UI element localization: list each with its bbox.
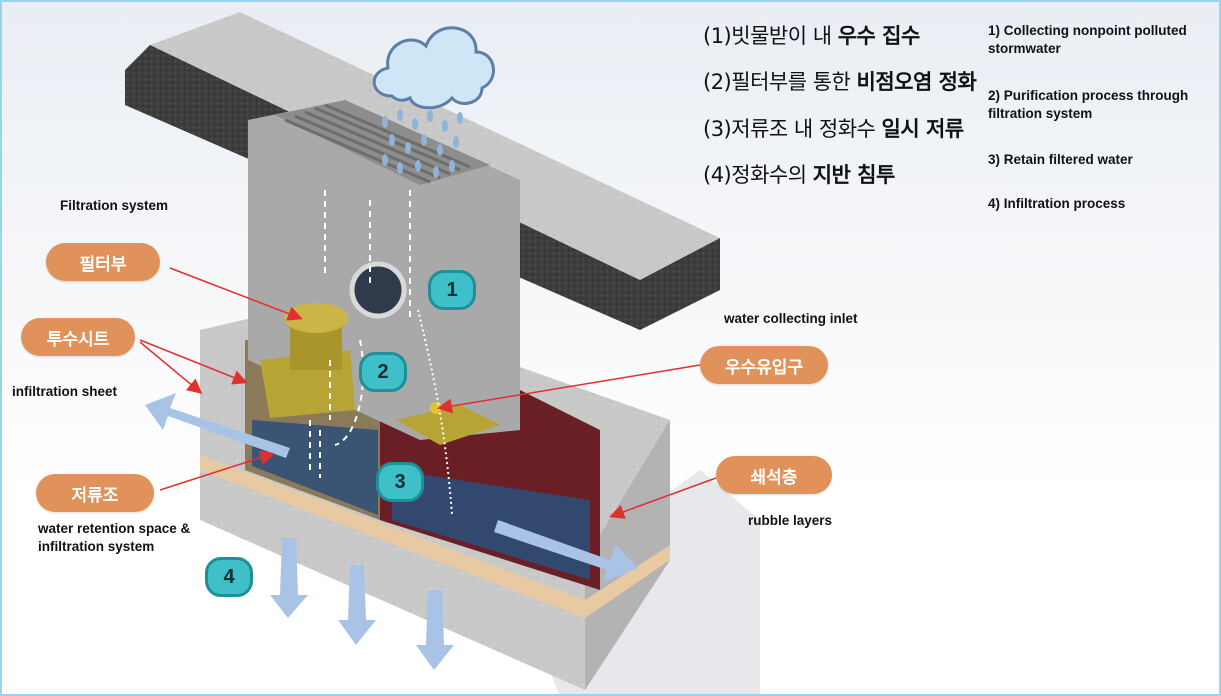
infiltration-arrows bbox=[145, 393, 638, 670]
step-kr-2: (2)필터부를 통한 비점오염 정화 bbox=[703, 70, 977, 94]
step-badge-3: 3 bbox=[376, 462, 424, 502]
callout-arrows bbox=[139, 267, 717, 519]
step-badge-2: 2 bbox=[359, 352, 407, 392]
base-block-side bbox=[585, 420, 670, 690]
step-badge-1: 1 bbox=[428, 270, 476, 310]
left-water bbox=[252, 420, 378, 515]
inlet-tray bbox=[396, 405, 500, 445]
filter-unit bbox=[260, 303, 355, 418]
label-water-retention: water retention space & infiltration sys… bbox=[38, 521, 191, 554]
curb-end bbox=[640, 238, 720, 330]
pill-infiltration-sheet: 투수시트 bbox=[21, 318, 135, 356]
pill-reservoir: 저류조 bbox=[36, 474, 154, 512]
rain-drops bbox=[382, 109, 463, 178]
step-en-4: 4) Infiltration process bbox=[988, 196, 1126, 211]
rain-cloud-icon bbox=[372, 26, 495, 110]
label-rubble-layers: rubble layers bbox=[748, 513, 833, 528]
step-kr-3: (3)저류조 내 정화수 일시 저류 bbox=[703, 117, 964, 141]
inlet-porthole bbox=[349, 261, 407, 319]
step-en-1: 1) Collecting nonpoint polluted stormwat… bbox=[988, 23, 1187, 57]
step-badge-4: 4 bbox=[205, 557, 253, 597]
label-water-collecting-inlet: water collecting inlet bbox=[724, 311, 858, 326]
label-infiltration-sheet: infiltration sheet bbox=[12, 384, 118, 399]
step-en-3: 3) Retain filtered water bbox=[988, 152, 1133, 167]
right-water bbox=[392, 470, 590, 580]
pill-inlet: 우수유입구 bbox=[700, 346, 828, 384]
step-en-2: 2) Purification process through filtrati… bbox=[988, 88, 1189, 122]
pill-rubble: 쇄석층 bbox=[716, 456, 832, 494]
pill-filter: 필터부 bbox=[46, 243, 160, 281]
step-kr-4: (4)정화수의 지반 침투 bbox=[703, 163, 895, 187]
label-filtration-system: Filtration system bbox=[60, 198, 169, 213]
step-kr-1: (1)빗물받이 내 우수 집수 bbox=[703, 24, 920, 48]
